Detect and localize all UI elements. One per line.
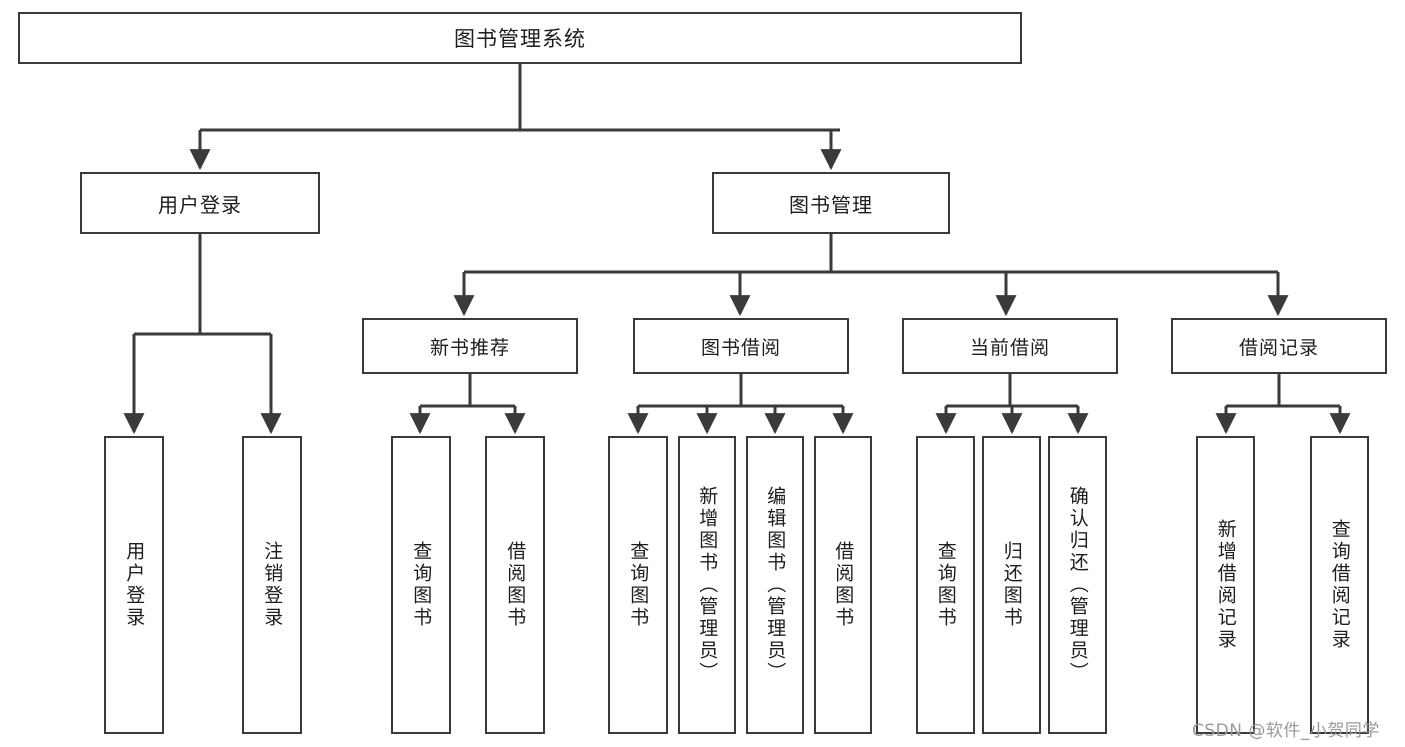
leaf-borrow-book[interactable]: 借阅图书 (814, 436, 872, 734)
node-label: 归还图书 (1000, 541, 1023, 629)
node-label: 借阅记录 (1238, 336, 1319, 359)
leaf-confirm-return-admin[interactable]: 确认归还（管理员） (1048, 436, 1107, 734)
leaf-return-book[interactable]: 归还图书 (982, 436, 1041, 734)
leaf-logout[interactable]: 注销登录 (242, 436, 302, 734)
node-label: 确认归还（管理员） (1066, 486, 1089, 684)
node-label: 查询借阅记录 (1328, 519, 1351, 651)
node-label: 新增图书（管理员） (696, 486, 719, 684)
node-label: 新增借阅记录 (1214, 519, 1237, 651)
node-label: 编辑图书（管理员） (764, 486, 787, 684)
leaf-add-book-admin[interactable]: 新增图书（管理员） (678, 436, 736, 734)
node-book-borrow[interactable]: 图书借阅 (633, 318, 849, 374)
leaf-borrow-book-recommend[interactable]: 借阅图书 (485, 436, 545, 734)
leaf-query-book-borrow[interactable]: 查询图书 (608, 436, 668, 734)
node-label: 注销登录 (261, 541, 284, 629)
edge-records-to-leaves (1215, 374, 1351, 435)
node-current-borrow[interactable]: 当前借阅 (902, 318, 1118, 374)
node-label: 图书管理系统 (454, 27, 586, 51)
node-label: 查询图书 (934, 541, 957, 629)
node-label: 借阅图书 (832, 541, 855, 629)
edge-bookmgmt-to-level2 (453, 234, 1289, 317)
node-book-management[interactable]: 图书管理 (712, 172, 950, 234)
node-label: 查询图书 (410, 541, 433, 629)
node-label: 借阅图书 (504, 541, 527, 629)
leaf-user-login[interactable]: 用户登录 (104, 436, 164, 734)
leaf-add-borrow-record[interactable]: 新增借阅记录 (1196, 436, 1255, 734)
leaf-edit-book-admin[interactable]: 编辑图书（管理员） (746, 436, 804, 734)
edge-borrow-to-leaves (627, 374, 854, 435)
edge-current-to-leaves (935, 374, 1089, 435)
node-label: 当前借阅 (969, 336, 1050, 359)
csdn-watermark: CSDN @软件_小贺同学 (1192, 721, 1380, 741)
leaf-query-book-recommend[interactable]: 查询图书 (391, 436, 451, 734)
edge-root-to-level1 (189, 64, 842, 171)
node-label: 新书推荐 (429, 336, 510, 359)
leaf-query-borrow-record[interactable]: 查询借阅记录 (1310, 436, 1369, 734)
edge-newbook-to-leaves (409, 374, 526, 435)
node-label: 图书管理 (789, 192, 873, 217)
node-label: 用户登录 (158, 192, 242, 217)
node-root-system[interactable]: 图书管理系统 (18, 12, 1022, 64)
node-borrow-records[interactable]: 借阅记录 (1171, 318, 1387, 374)
node-label: 查询图书 (627, 541, 650, 629)
node-label: 用户登录 (123, 541, 146, 629)
node-label: 图书借阅 (700, 336, 781, 359)
edge-userlogin-to-leaves (123, 234, 282, 435)
leaf-query-book-current[interactable]: 查询图书 (916, 436, 975, 734)
node-user-login[interactable]: 用户登录 (80, 172, 320, 234)
node-new-book-recommend[interactable]: 新书推荐 (362, 318, 578, 374)
